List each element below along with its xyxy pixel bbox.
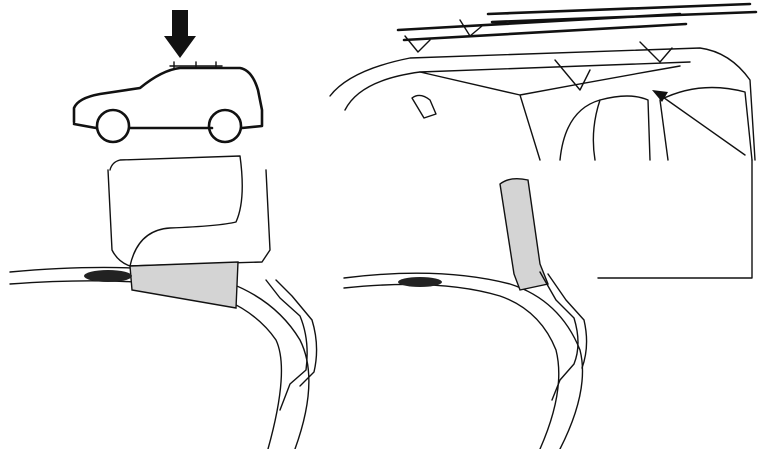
bracket <box>499 177 549 291</box>
pointer-arrowhead-icon <box>652 90 668 102</box>
roof-rack-perspective <box>329 2 758 279</box>
foot-pad-detail <box>9 155 318 449</box>
rubber-pad <box>398 277 442 287</box>
bracket-detail <box>343 177 588 449</box>
rubber-pad <box>84 270 132 282</box>
car-side-view <box>72 10 264 144</box>
foot-pad <box>129 261 239 309</box>
down-arrow-icon <box>164 10 196 58</box>
